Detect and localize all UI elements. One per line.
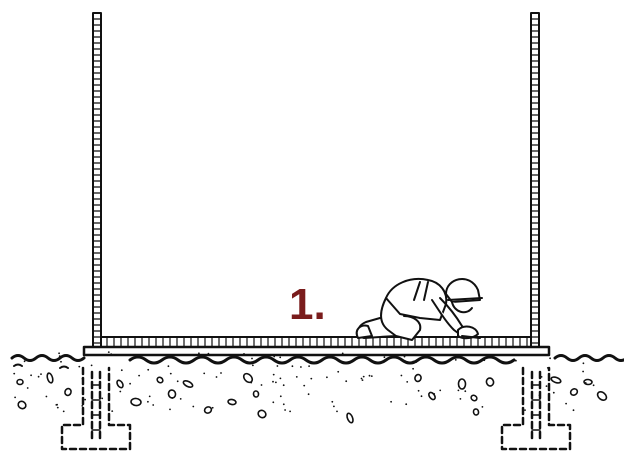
- ground-line: [12, 356, 624, 369]
- gravel-stones: [17, 372, 608, 424]
- step-number-label: 1.: [289, 283, 326, 327]
- left-wall: [93, 13, 101, 351]
- floor-slab: [84, 337, 549, 355]
- kneeling-worker: [357, 279, 482, 340]
- right-wall: [531, 13, 539, 351]
